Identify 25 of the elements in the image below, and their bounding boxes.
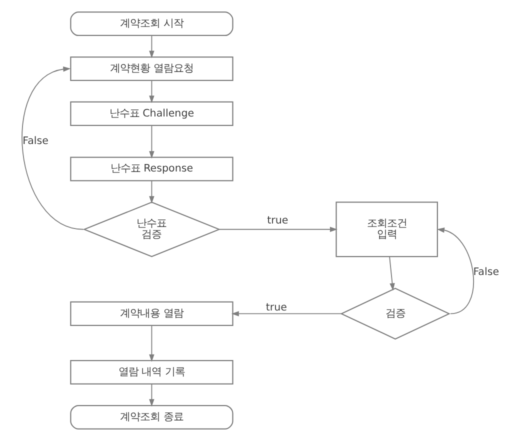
arrow bbox=[149, 384, 154, 407]
node-diamond: 검증 bbox=[340, 288, 450, 340]
edge-label: true bbox=[267, 214, 288, 227]
arrow bbox=[149, 80, 154, 104]
edge-label: true bbox=[266, 302, 288, 314]
node-box: 난수표 Response bbox=[70, 156, 234, 182]
edge-label: False bbox=[473, 266, 500, 278]
arrow bbox=[436, 228, 474, 314]
arrow bbox=[218, 226, 338, 232]
node-box: 난수표 Challenge bbox=[70, 101, 234, 126]
arrow bbox=[149, 325, 154, 362]
arrow bbox=[231, 311, 342, 316]
arrow bbox=[22, 66, 84, 230]
arrow bbox=[149, 124, 154, 159]
arrow bbox=[389, 256, 395, 291]
node-box: 조회조건 입력 bbox=[336, 202, 438, 258]
node-box: 계약조회 종료 bbox=[70, 404, 234, 430]
node-box: 계약내용 열람 bbox=[70, 301, 234, 326]
node-box: 계약현황 열람요청 bbox=[70, 56, 234, 82]
edge-label: False bbox=[22, 134, 48, 147]
node-box: 계약조회 시작 bbox=[70, 12, 234, 36]
arrow bbox=[149, 35, 154, 58]
arrow bbox=[149, 180, 154, 204]
node-diamond: 난수표 검증 bbox=[82, 202, 221, 258]
node-box: 열람 내역 기록 bbox=[70, 360, 234, 385]
